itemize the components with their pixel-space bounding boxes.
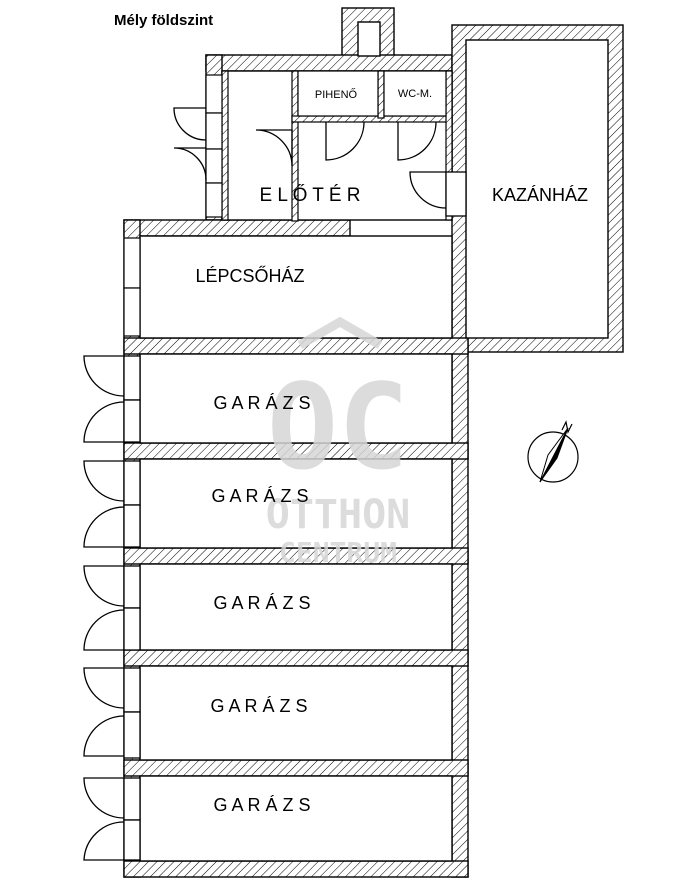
room-interiors [139, 21, 609, 862]
watermark-roof-icon [297, 316, 383, 349]
label-kazanhaz: KAZÁNHÁZ [492, 185, 588, 205]
label-garage-2: G A R Á Z S [211, 486, 308, 506]
label-piheno: PIHENŐ [315, 87, 358, 101]
garage-doors [83, 355, 141, 861]
label-eloter: E L Ő T É R [259, 184, 360, 206]
label-garage-5: G A R Á Z S [213, 795, 310, 815]
room-labels: E L Ő T É R KAZÁNHÁZ PIHENŐ WC-M. LÉPCSŐ… [195, 87, 588, 815]
stair-windows [123, 237, 141, 337]
watermark-line1: OTTHON [266, 492, 411, 538]
label-garage-1: G A R Á Z S [213, 393, 310, 413]
floor-title: Mély földszint [114, 12, 214, 29]
label-garage-3: G A R Á Z S [213, 593, 310, 613]
watermark: OC OTTHON CENTRUM [266, 316, 411, 569]
north-arrow-icon [527, 420, 579, 483]
label-garage-4: G A R Á Z S [210, 696, 307, 716]
label-lepcsohaz: LÉPCSŐHÁZ [195, 265, 304, 286]
watermark-line2: CENTRUM [279, 536, 397, 569]
watermark-logo: OC [267, 358, 409, 496]
upper-windows [205, 74, 223, 218]
small-rooms [297, 70, 447, 117]
doors [173, 107, 467, 217]
label-wc: WC-M. [398, 88, 432, 100]
partitions [221, 70, 453, 222]
